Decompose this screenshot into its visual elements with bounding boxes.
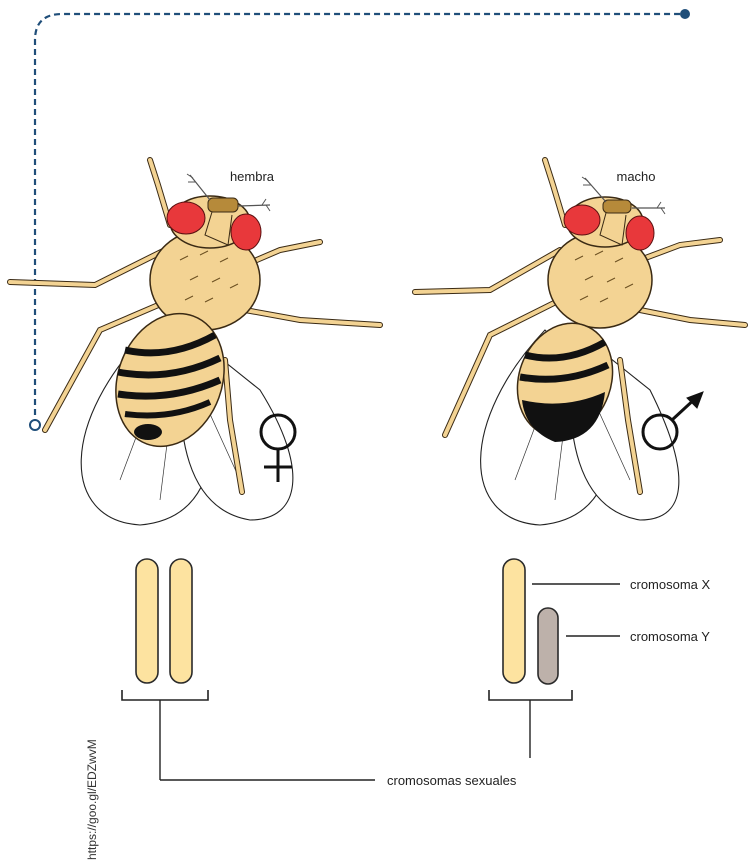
male-label: macho	[616, 169, 655, 184]
female-label: hembra	[230, 169, 275, 184]
male-y-chromosome	[538, 608, 558, 684]
connector-end-dot	[680, 9, 690, 19]
female-x-chromosome-1	[136, 559, 158, 683]
female-x-chromosome-2	[170, 559, 192, 683]
female-bracket	[122, 690, 208, 700]
source-url: https://goo.gl/EDZwvM	[85, 739, 99, 860]
connector-start-ring	[30, 420, 40, 430]
chromosome-x-label: cromosoma X	[630, 577, 711, 592]
male-fly	[415, 160, 745, 525]
male-bracket	[489, 690, 572, 700]
chromosome-y-label: cromosoma Y	[630, 629, 710, 644]
male-x-chromosome	[503, 559, 525, 683]
sex-chromosomes-label: cromosomas sexuales	[387, 773, 517, 788]
female-fly	[10, 160, 380, 525]
